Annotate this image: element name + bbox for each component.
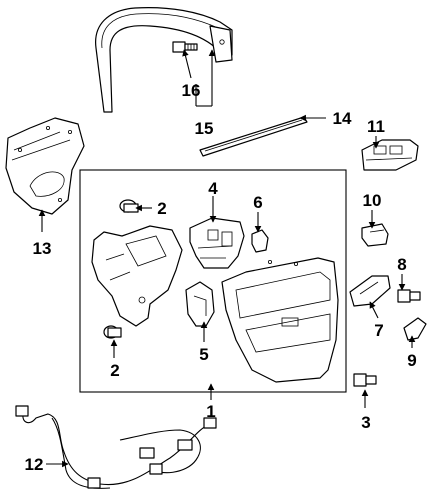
callout-2-upper: 2: [157, 199, 166, 218]
assembly-frame: [79, 169, 347, 393]
screw-part-3: [353, 373, 377, 387]
leader-lines: [38, 49, 416, 468]
wiring-harness-part-12: [15, 405, 217, 489]
door-trim-panel: [221, 257, 339, 383]
callout-2-lower: 2: [110, 361, 119, 380]
inside-handle-part-5: [185, 281, 215, 327]
screw-part-8: [397, 289, 421, 303]
door-bracket: [91, 225, 183, 327]
callout-3: 3: [361, 413, 370, 432]
callout-10: 10: [363, 191, 382, 210]
callout-7: 7: [374, 321, 383, 340]
callout-12: 12: [25, 455, 44, 474]
switch-part-10: [361, 223, 389, 247]
switch-bezel-part-11: [361, 139, 419, 171]
push-pin-part-2-lower: [103, 325, 122, 339]
push-pin-part-2-upper: [119, 199, 139, 213]
pull-cup-part-7: [349, 275, 391, 307]
callout-8: 8: [397, 255, 406, 274]
weatherstrip-part-15: [95, 7, 233, 113]
callout-4: 4: [208, 179, 218, 198]
callout-11: 11: [367, 117, 385, 136]
cover-part-9: [403, 317, 427, 341]
latch-part-4: [189, 217, 245, 269]
callout-1: 1: [206, 402, 215, 421]
callout-5: 5: [199, 345, 208, 364]
callout-13: 13: [33, 239, 52, 258]
callout-15: 15: [195, 119, 214, 138]
channel-strip-part-14: [199, 116, 308, 157]
callout-6: 6: [253, 193, 262, 212]
bolt-part-16: [172, 41, 198, 53]
callout-16: 16: [182, 81, 201, 100]
callout-14: 14: [333, 109, 352, 128]
callout-9: 9: [407, 351, 416, 370]
water-deflector-part-13: [5, 117, 85, 215]
lock-part-6: [251, 229, 269, 253]
